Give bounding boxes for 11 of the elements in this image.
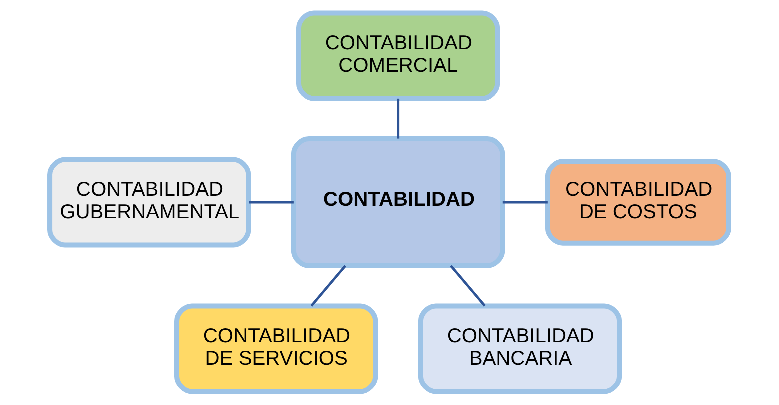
connector — [310, 265, 346, 307]
connector — [249, 201, 294, 204]
node-box: CONTABILIDAD BANCARIA — [418, 304, 622, 394]
node-box: CONTABILIDAD DE SERVICIOS — [174, 304, 378, 394]
node-box: CONTABILIDAD COMERCIAL — [296, 10, 500, 102]
node-box: CONTABILIDAD GUBERNAMENTAL — [48, 157, 252, 248]
node-box: CONTABILIDAD DE COSTOS — [545, 159, 732, 246]
connector — [502, 201, 548, 204]
connector — [450, 265, 486, 307]
node-box: CONTABILIDAD — [291, 136, 506, 268]
connector — [397, 98, 400, 139]
